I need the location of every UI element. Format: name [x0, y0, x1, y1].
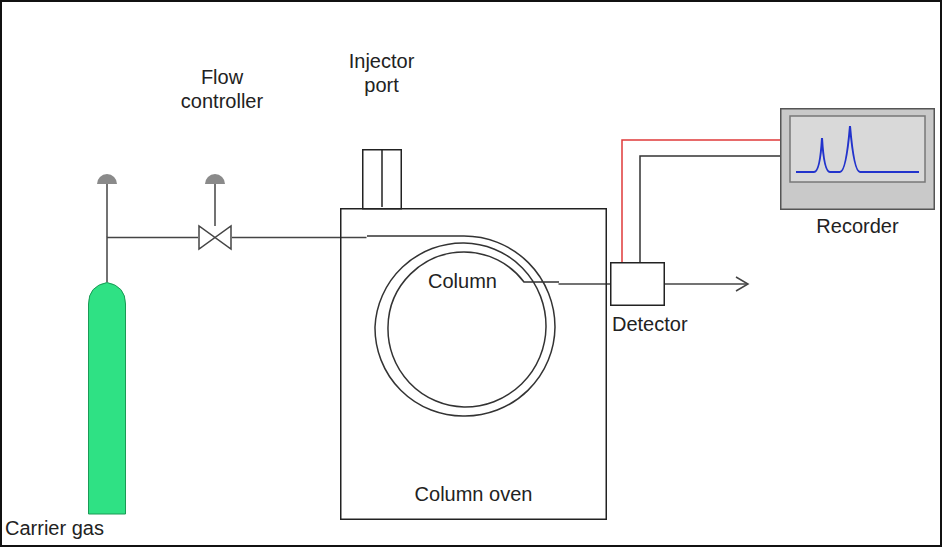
coil-shape [367, 227, 559, 419]
exhaust-arrow [665, 283, 748, 285]
cyl-shape [88, 282, 126, 514]
valve-symbol [199, 226, 231, 249]
node-label: Recorder [780, 214, 935, 238]
connector [559, 283, 611, 285]
connector [640, 156, 780, 262]
connector [232, 237, 367, 239]
connector [622, 140, 780, 262]
column-coil-node: Column [367, 227, 559, 419]
flow-valve: Flow controller [198, 225, 232, 250]
node-label: Flow controller [162, 65, 282, 113]
node-label: Column oven [340, 482, 607, 506]
exhaust-arrowhead [736, 277, 748, 291]
node-label: Carrier gas [5, 516, 155, 540]
injector-shape [362, 149, 402, 207]
chromatogram-trace [796, 126, 919, 172]
connector [107, 238, 198, 283]
valve-stem [106, 184, 108, 237]
valve-stem [214, 184, 216, 226]
detector-box: Detector [610, 262, 665, 306]
column-coil [367, 236, 559, 416]
recorder-screen [790, 116, 925, 182]
node-label: Injector port [332, 49, 432, 97]
recorder-case [781, 109, 935, 210]
valve-knob [97, 174, 117, 184]
node-label: Detector [612, 312, 722, 336]
valve-knob [205, 174, 225, 184]
box-shape [340, 208, 607, 520]
gas-cylinder: Carrier gas [88, 282, 126, 514]
valve-shape [198, 225, 232, 250]
injector-port: Injector port [362, 149, 402, 207]
recorder-box: Recorder [780, 108, 935, 210]
rectw-shape [610, 262, 665, 306]
injector-outline [362, 149, 401, 208]
cylinder-body [89, 283, 126, 515]
node-label: Column [367, 269, 559, 293]
column-oven: Column ovenInjector portColumn [340, 208, 607, 520]
recorder-shape [780, 108, 935, 210]
detector-outline [611, 263, 665, 306]
oven-outline [341, 209, 607, 520]
injector-septum [381, 149, 383, 207]
